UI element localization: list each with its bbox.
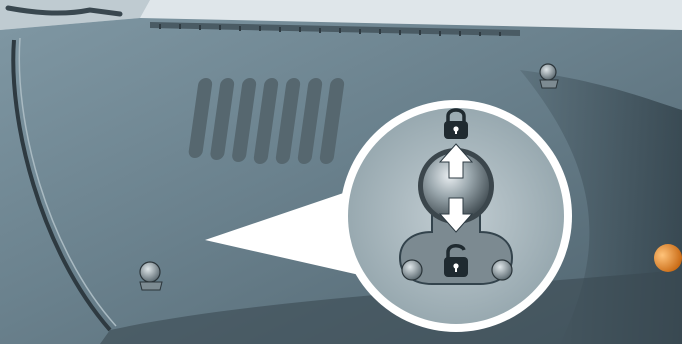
hood-latch-right bbox=[540, 64, 558, 88]
hood-latch-left bbox=[140, 262, 162, 290]
bolt-right bbox=[492, 260, 512, 280]
side-marker-light bbox=[654, 244, 682, 272]
bolt-left bbox=[402, 260, 422, 280]
